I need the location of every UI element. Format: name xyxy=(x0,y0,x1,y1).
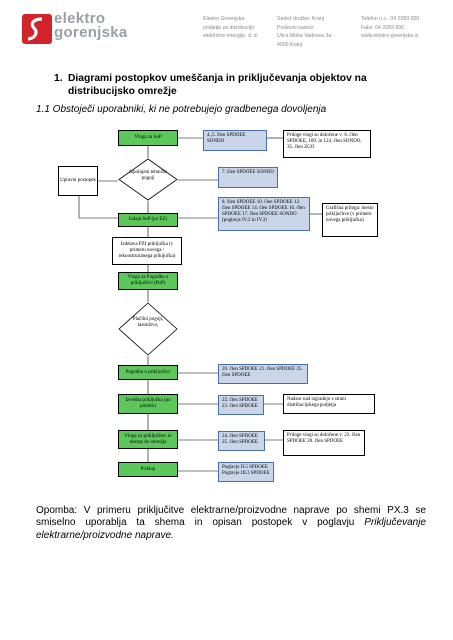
note-graphic-attachment: Grafična priloga: mesto priključitve (v … xyxy=(322,203,378,237)
technical-conditions-label: Izpolnjeni tehnični pogoji xyxy=(129,170,167,181)
payment-terms-label: Plačilni pogoji, lastništvo, xyxy=(132,317,164,328)
application-sop-box: Vloga za SoP xyxy=(118,130,178,146)
flow-connectors xyxy=(78,137,322,472)
pzi-preparation-box: Izdelava PZI priključka (v primeru noveg… xyxy=(112,237,182,265)
doc-articles-22-23: 22. člen SPDOEE 23. člen SPDOEE xyxy=(218,395,264,415)
note-supervision: Nadzor nad izgradnjo s strani distribuci… xyxy=(283,394,375,414)
doc-articles-20-25: 20. člen SPDOEE 21. člen SPDOEE 25. člen… xyxy=(218,364,308,384)
application-access-box: Vloga za priključitev in dostop do omrež… xyxy=(118,430,178,449)
doc-articles-24-25: 24. člen SPDOEE 25. člen SPDOEE xyxy=(218,431,265,451)
footer-note: Opomba: V primeru priključitve elektrarn… xyxy=(36,505,426,541)
connection-contract-box: Pogodba o priključitvi xyxy=(118,365,178,380)
application-pop-box: Vloga za Pogodbo o priključitvi (PoP) xyxy=(118,272,178,290)
hookup-box: Priklop xyxy=(118,462,178,477)
subsection-heading: 1.1 Obstoječi uporabniki, ki ne potrebuj… xyxy=(36,104,327,115)
issue-sop-box: Izdaja SoP (po EZ) xyxy=(118,213,178,227)
connection-execution-box: Izvedba priključka (po potrebi) xyxy=(118,394,178,414)
doc-articles-8-17: 8. člen SPDOEE 10. člen SPDOEE 12. člen … xyxy=(218,197,310,231)
admin-procedure-box: Upravni postopek xyxy=(58,166,98,196)
company-logo-text: elektro gorenjska xyxy=(54,10,128,41)
technical-conditions-decision xyxy=(118,158,178,201)
company-logo-icon xyxy=(22,14,52,44)
note-access-attachments: Priloge vlogi so določene v: 23. člen SP… xyxy=(283,430,365,456)
doc-articles-4-5: 4.,5. člen SPDOEE SONDO xyxy=(203,130,267,151)
doc-article-7: 7. člen SPDOEE SONDO xyxy=(218,167,278,188)
note-application-attachments: Priloge vlogi so določene v: 6. člen SPD… xyxy=(283,130,371,158)
doc-chapters-ii5-iii3: Poglavje II.5 SPDOEE Poglavje III.3 SPDO… xyxy=(218,462,274,482)
payment-terms-decision xyxy=(118,302,178,356)
